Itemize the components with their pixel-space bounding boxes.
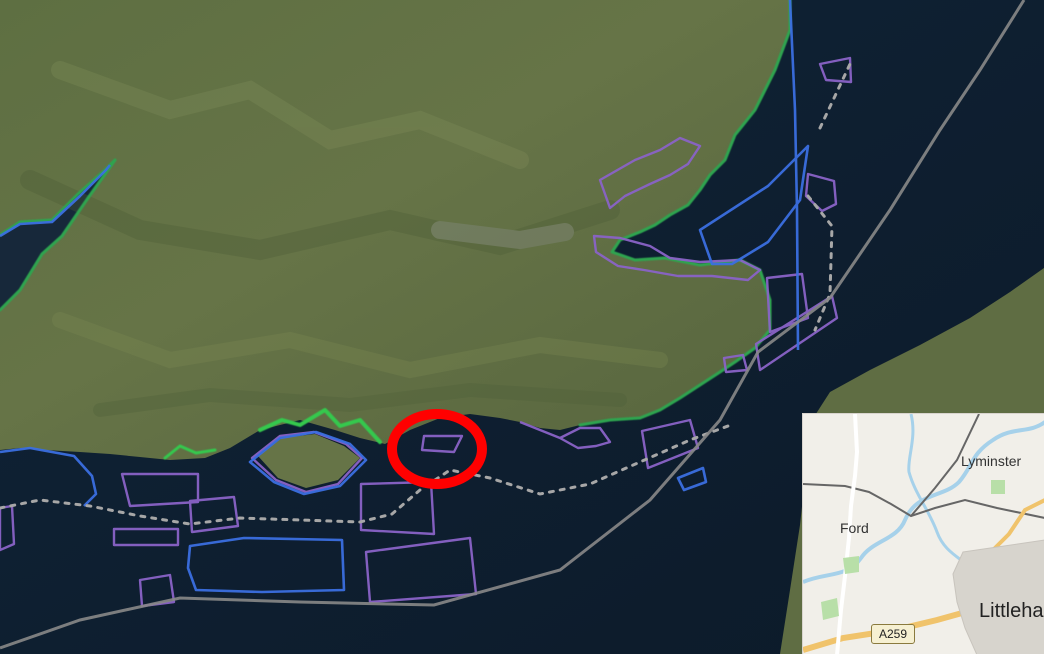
shipping-lane-boundary <box>0 0 1026 650</box>
green-protected-boundary <box>578 0 792 427</box>
road-label-a259: A259 <box>871 624 916 644</box>
purple-zone-13 <box>0 504 16 552</box>
purple-zone-1 <box>420 434 464 454</box>
purple-zone-12 <box>818 56 853 84</box>
purple-marsh-estuary <box>592 234 762 282</box>
inset-map-graphic <box>803 414 1044 654</box>
purple-zone-11 <box>804 172 838 213</box>
purple-zone-5 <box>112 527 180 547</box>
purple-zone-14 <box>120 472 200 508</box>
blue-zone-isle <box>248 430 368 496</box>
purple-marsh-north <box>598 136 702 210</box>
blue-boundary-west-coast <box>0 446 98 507</box>
green-boundary-harbour <box>163 444 217 460</box>
green-boundary-south-coast <box>258 408 382 444</box>
blue-zone-central <box>186 536 346 594</box>
green-boundary-west <box>0 158 117 312</box>
purple-zone-9 <box>765 272 810 334</box>
place-label-littlehampton: Littleha <box>979 600 1044 622</box>
western-estuary <box>0 160 115 310</box>
purple-boundary-isle <box>250 430 364 494</box>
purple-zone-4 <box>188 495 240 534</box>
blue-zone-estuary <box>0 164 112 238</box>
town-area-icon <box>952 539 1044 654</box>
purple-zone-6 <box>138 573 176 608</box>
purple-zone-7 <box>640 418 700 470</box>
dotted-channel-route <box>0 62 852 526</box>
purple-boundary-coastline <box>519 420 612 450</box>
england-landmass <box>0 0 790 460</box>
blue-zone-east <box>698 144 810 266</box>
place-label-lyminster: Lyminster <box>961 453 1022 469</box>
place-label-ford: Ford <box>840 520 869 536</box>
purple-zone-10 <box>754 294 839 372</box>
blue-zone-small <box>676 466 708 492</box>
blue-boundary-vertical <box>788 0 800 351</box>
location-highlight-circle <box>387 409 487 489</box>
purple-zone-2 <box>359 480 436 536</box>
isle-of-wight <box>258 434 360 488</box>
railway-branch-icon <box>910 414 980 517</box>
inset-map[interactable]: Lyminster Ford Littleha A259 <box>802 413 1044 654</box>
secondary-road-icon <box>835 414 860 654</box>
terrain-texture <box>20 61 668 417</box>
